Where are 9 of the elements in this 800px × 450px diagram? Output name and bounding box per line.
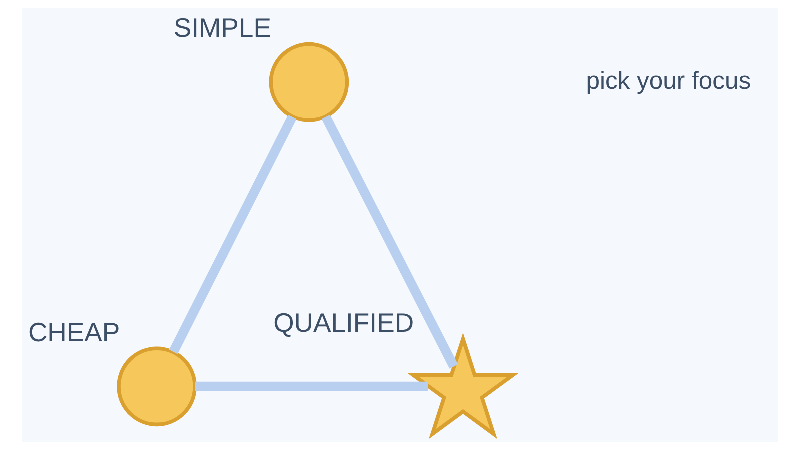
connector [195, 382, 428, 392]
connector [169, 114, 297, 354]
node-circle [269, 42, 350, 122]
node-circle [117, 346, 197, 427]
node-label: SIMPLE [174, 13, 272, 44]
node-label: QUALIFIED [274, 308, 414, 338]
node-label: CHEAP [28, 317, 120, 348]
label: pick your focus [586, 68, 752, 95]
connector [322, 114, 458, 369]
